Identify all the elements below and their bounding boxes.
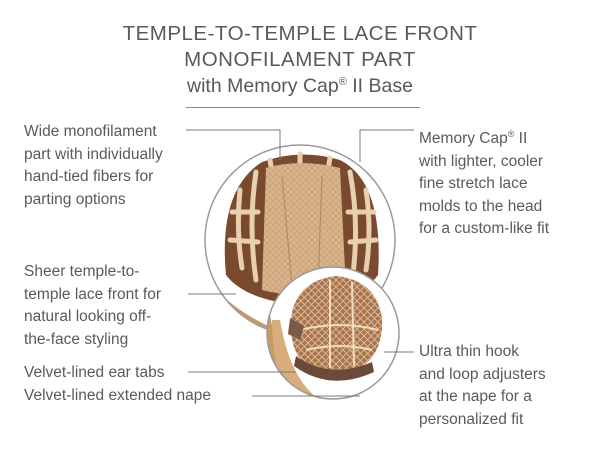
title-line-3: with Memory Cap® II Base — [0, 75, 600, 98]
title-line-3-prefix: with Memory Cap — [187, 75, 339, 97]
callout-line: hand-tied fibers for — [24, 168, 154, 185]
callout-nape: Velvet-lined extended nape — [24, 387, 212, 404]
callout-line: natural looking off- — [24, 308, 152, 325]
callout-line: with lighter, cooler — [419, 152, 544, 170]
title-line-3-suffix: II Base — [346, 75, 413, 97]
callout-line: Memory Cap® II — [419, 123, 549, 151]
callout-line: Ultra thin hook — [419, 343, 519, 360]
callout-ear-tabs: Velvet-lined ear tabs — [24, 364, 165, 381]
callout-line: Sheer temple-to- — [24, 263, 140, 280]
callout-memory-cap: Memory Cap® II with lighter, cooler fine… — [419, 123, 549, 241]
leader-memory-cap — [359, 129, 414, 162]
title-line-2: MONOFILAMENT PART — [184, 48, 416, 71]
title-line-1: TEMPLE-TO-TEMPLE LACE FRONT — [122, 22, 478, 45]
callout-mono-part: Wide monofilament part with individually… — [24, 121, 163, 211]
callout-line: at the nape for a — [419, 388, 532, 405]
callout-line-suffix: II — [514, 130, 528, 147]
callout-line: the-face styling — [24, 330, 129, 348]
callout-line: fine stretch lace — [419, 175, 528, 192]
callout-adjusters: Ultra thin hook and loop adjusters at th… — [419, 341, 546, 431]
callout-line: personalized fit — [419, 410, 524, 428]
title-divider — [186, 107, 420, 108]
callout-line: parting options — [24, 190, 126, 208]
callout-line: molds to the head — [419, 197, 543, 215]
callout-line: for a custom-like fit — [419, 220, 550, 237]
nape-detail-circle — [266, 266, 400, 400]
callout-line: part with individually — [24, 145, 163, 163]
registered-mark: ® — [338, 76, 347, 88]
callout-line: Wide monofilament — [24, 123, 157, 140]
callout-lace-front: Sheer temple-to- temple lace front for n… — [24, 261, 161, 351]
callout-line: temple lace front for — [24, 285, 161, 303]
callout-line-prefix: Memory Cap — [419, 130, 508, 147]
callout-line: and loop adjusters — [419, 365, 546, 383]
registered-mark: ® — [507, 129, 515, 139]
leader-mono-part — [186, 129, 281, 160]
